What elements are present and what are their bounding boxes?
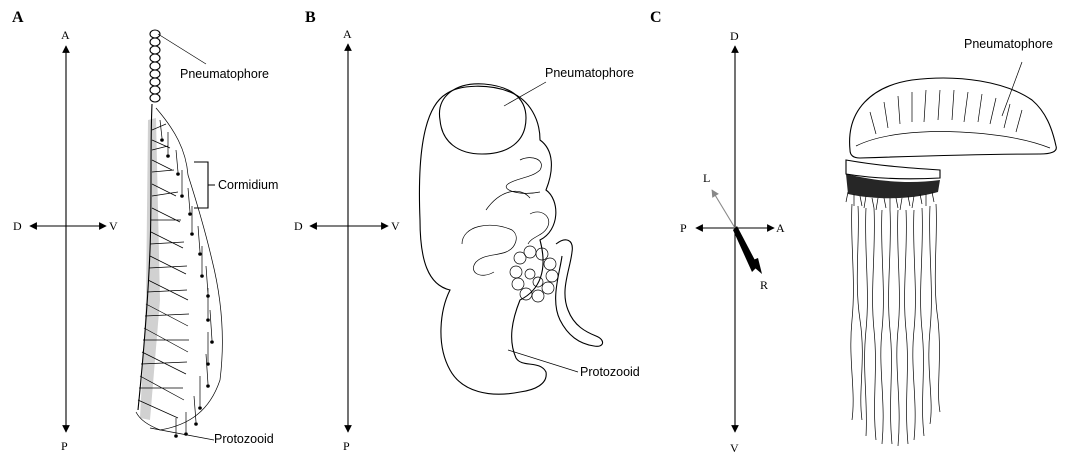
larva-tentacle xyxy=(556,240,603,346)
axis-label-anterior: A xyxy=(343,27,352,41)
larva-coiled-tentacle xyxy=(510,246,558,302)
protozooid-leader-a xyxy=(150,428,214,440)
panel-a: A A P D V xyxy=(12,9,278,453)
pneumatophore-label-b: Pneumatophore xyxy=(545,66,634,80)
axis-label-anterior: A xyxy=(61,28,70,42)
float-base xyxy=(846,160,940,179)
pneumatophore-coils xyxy=(150,30,160,102)
pneumatophore-label-a: Pneumatophore xyxy=(180,67,269,81)
axis-label-right: R xyxy=(760,278,768,292)
physalia-drawing xyxy=(846,78,1056,446)
axis-label-posterior: P xyxy=(343,439,350,453)
protozooid-label-b: Protozooid xyxy=(580,365,640,379)
panel-c-letter: C xyxy=(650,9,662,26)
cormidium-label: Cormidium xyxy=(218,178,278,192)
axis-label-left: L xyxy=(703,171,710,185)
left-axis-arrow xyxy=(712,190,735,228)
larva-fold-lower xyxy=(462,225,516,275)
float-ridges xyxy=(870,90,1022,134)
pneumatophore-label-c: Pneumatophore xyxy=(964,37,1053,51)
cormidium-bracket xyxy=(194,162,215,208)
axis-label-dorsal: D xyxy=(294,219,303,233)
axis-label-ventral: V xyxy=(391,219,400,233)
panel-b-letter: B xyxy=(305,9,316,26)
larva-pneumatophore xyxy=(439,84,526,154)
larva-body-outline xyxy=(419,86,555,394)
panel-a-letter: A xyxy=(12,9,24,26)
axis-label-anterior: A xyxy=(776,221,785,235)
float-crest-line xyxy=(856,132,1050,148)
pneumatophore-leader-c xyxy=(1002,62,1022,116)
panel-c: C D V P A L R xyxy=(650,9,1056,455)
panel-b-axes: A P D V xyxy=(294,27,400,453)
axis-label-ventral: V xyxy=(730,441,739,455)
panel-b: B A P D V xyxy=(294,9,640,453)
panel-a-axes: A P D V xyxy=(13,28,118,453)
float xyxy=(850,78,1057,158)
colony-a-drawing xyxy=(136,30,222,438)
tentacles xyxy=(851,204,940,446)
axis-label-dorsal: D xyxy=(730,29,739,43)
axis-label-posterior: P xyxy=(680,221,687,235)
panel-c-axes: D V P A L R xyxy=(680,29,785,455)
pneumatophore-leader-a xyxy=(158,34,206,64)
larva-drawing xyxy=(419,84,602,394)
axis-label-posterior: P xyxy=(61,439,68,453)
protozooid-label-a: Protozooid xyxy=(214,432,274,446)
axis-label-dorsal: D xyxy=(13,219,22,233)
larva-fold-upper xyxy=(506,158,541,194)
larva-fold-middle xyxy=(486,191,549,244)
stem-density-shading xyxy=(140,118,160,420)
axis-label-ventral: V xyxy=(109,219,118,233)
